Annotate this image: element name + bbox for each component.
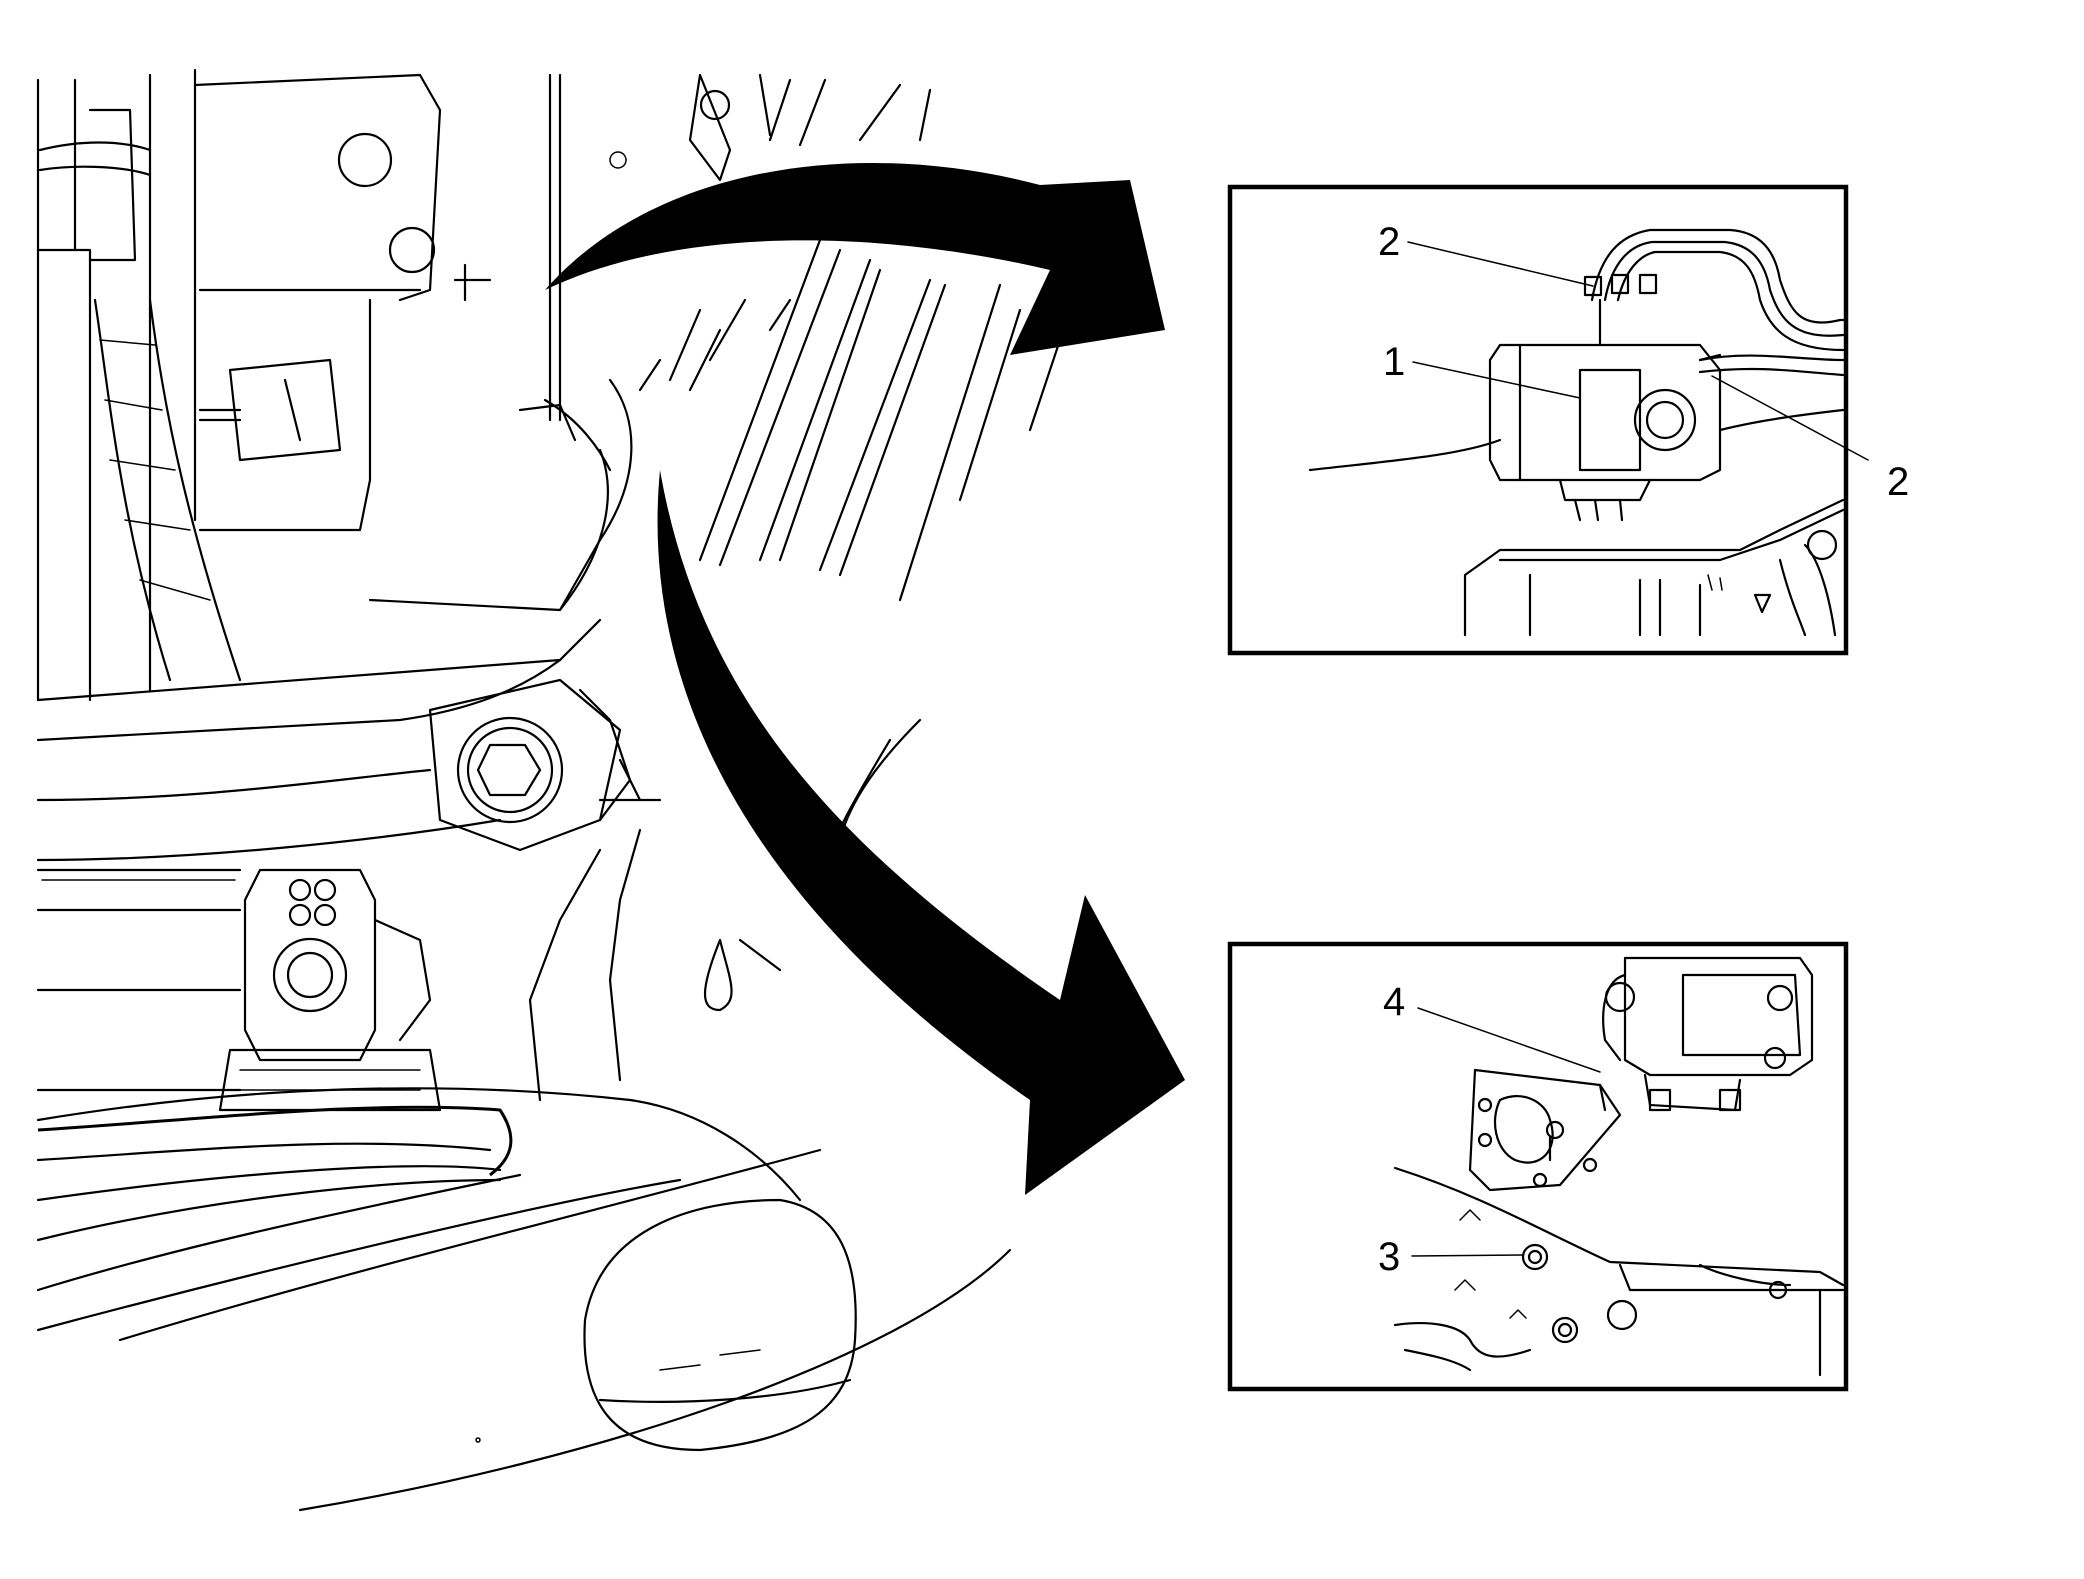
callout-2-right: 2 (1887, 460, 1909, 504)
curved-arrow-icon (657, 470, 1185, 1195)
callout-1: 1 (1383, 340, 1405, 384)
callout-3: 3 (1378, 1235, 1400, 1279)
curved-arrow-icon (545, 162, 1165, 355)
callout-4: 4 (1383, 980, 1405, 1024)
inset-top: 2 1 2 (1227, 184, 1909, 656)
callout-2-top: 2 (1378, 220, 1400, 264)
engine-bay-view (36, 68, 1072, 1512)
inset-bottom: 4 3 (1227, 941, 1849, 1392)
